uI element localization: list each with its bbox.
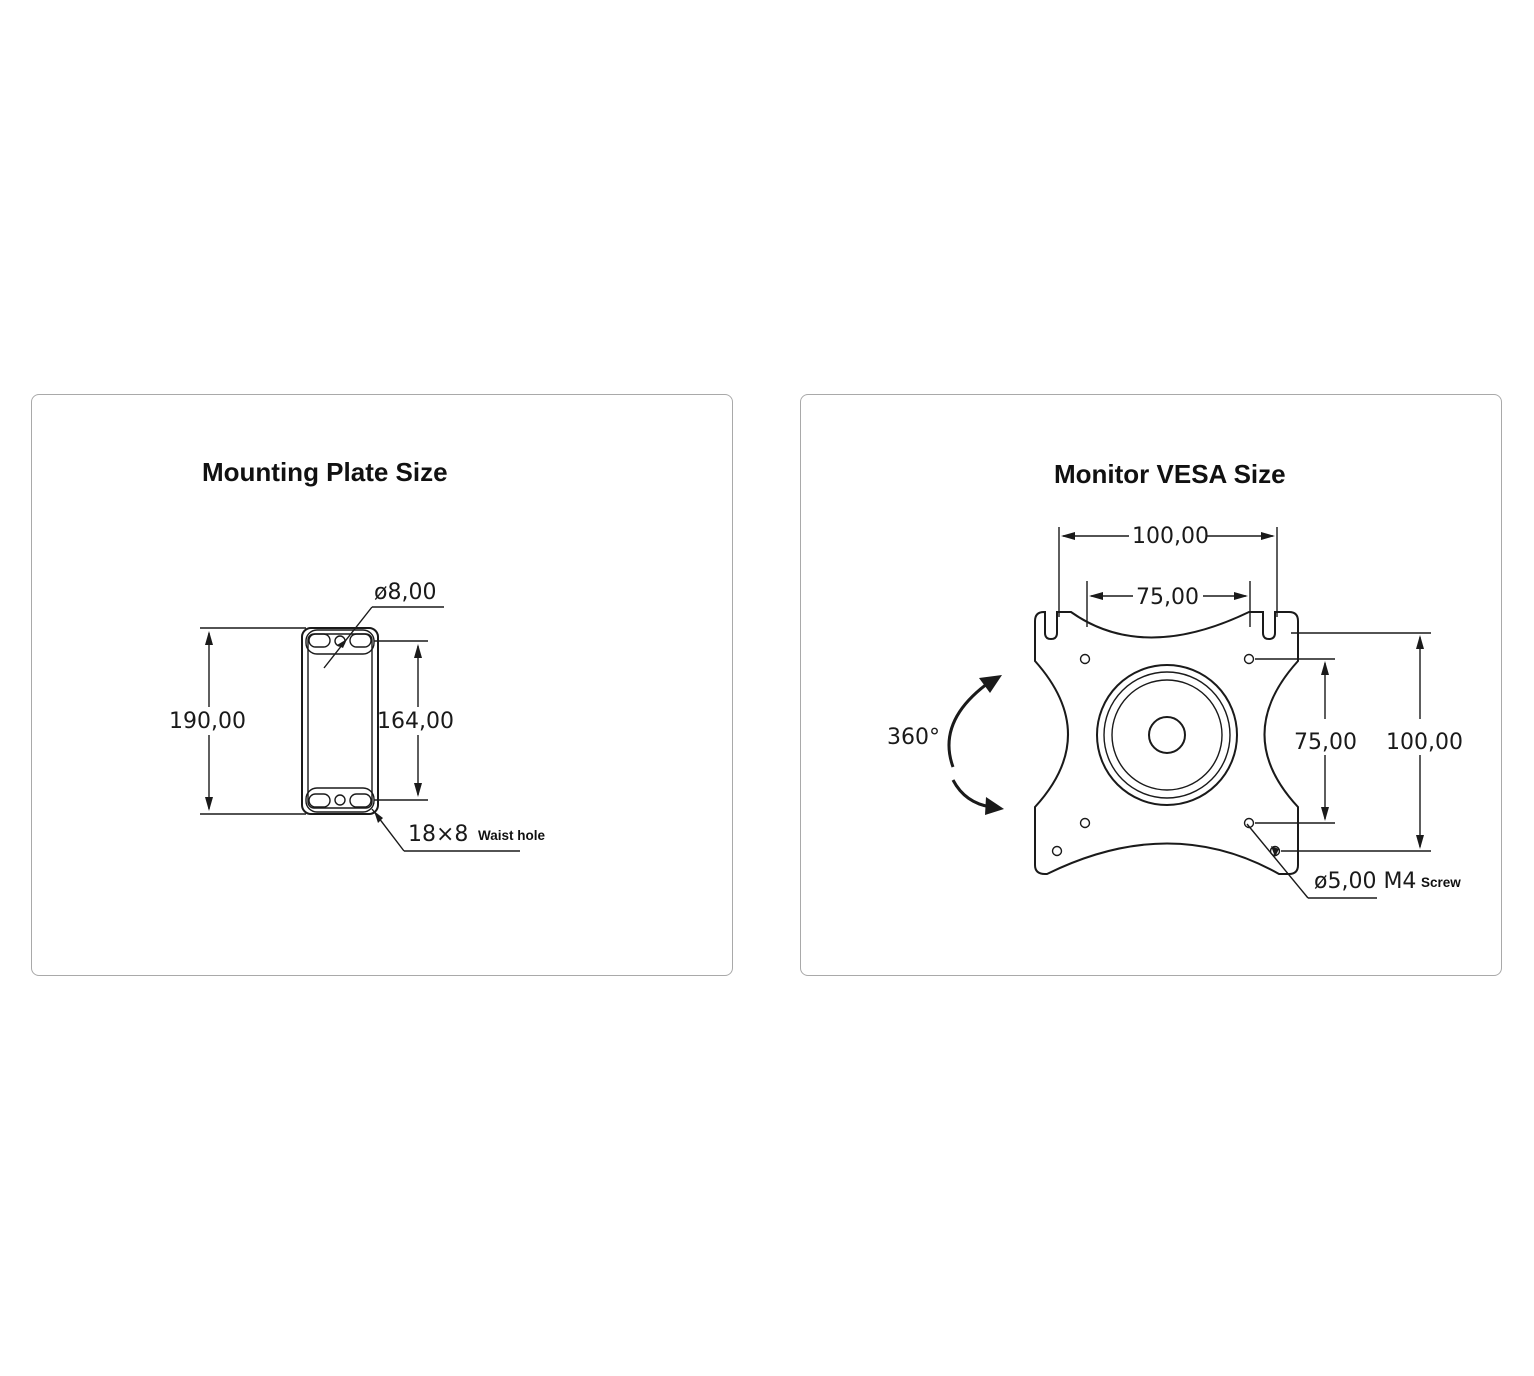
dim-top-75: [1086, 581, 1251, 627]
waist-hole-note: Waist hole: [478, 828, 545, 843]
hole-leader: [1246, 823, 1377, 899]
screw-note: Screw: [1421, 875, 1461, 890]
vesa-plate-drawing: 100,00 75,00 75,00: [887, 524, 1463, 899]
rotation-label: 360°: [887, 725, 940, 750]
monitor-vesa-title: Monitor VESA Size: [1054, 459, 1286, 489]
dim-18x8-label: 18×8: [408, 822, 468, 847]
rotation-arrows: [947, 675, 1004, 815]
mounting-plate-drawing: 190,00 164,00 ø8,00 18×8 Waist hole: [169, 580, 545, 852]
monitor-vesa-panel: Monitor VESA Size 100,00: [800, 394, 1502, 976]
dim-190: [200, 627, 306, 815]
dim-right-100-label: 100,00: [1386, 730, 1463, 755]
dim-top-100: [1058, 527, 1278, 617]
top-slots: [305, 629, 375, 655]
plate-inner-outline: [307, 633, 373, 809]
vesa-plate-outline: [1034, 611, 1299, 875]
mounting-holes: [1051, 653, 1281, 857]
dim-18x8-leader: [371, 808, 520, 852]
dim-top-100-label: 100,00: [1132, 524, 1209, 549]
dim-164: [374, 640, 428, 801]
dim-right-75-label: 75,00: [1294, 730, 1357, 755]
dim-164-label: 164,00: [377, 709, 454, 734]
dim-right-75: [1255, 658, 1335, 824]
mounting-plate-title: Mounting Plate Size: [202, 457, 448, 487]
dim-8-leader: [323, 606, 444, 669]
center-rings: [1096, 664, 1238, 806]
mounting-plate-panel: Mounting Plate Size 190,00: [31, 394, 733, 976]
dim-8-label: ø8,00: [374, 580, 436, 605]
dim-top-75-label: 75,00: [1136, 585, 1199, 610]
hole-diameter-label: ø5,00 M4: [1314, 869, 1416, 894]
dim-right-100: [1281, 632, 1431, 852]
plate-outline: [301, 627, 379, 815]
dim-190-label: 190,00: [169, 709, 246, 734]
